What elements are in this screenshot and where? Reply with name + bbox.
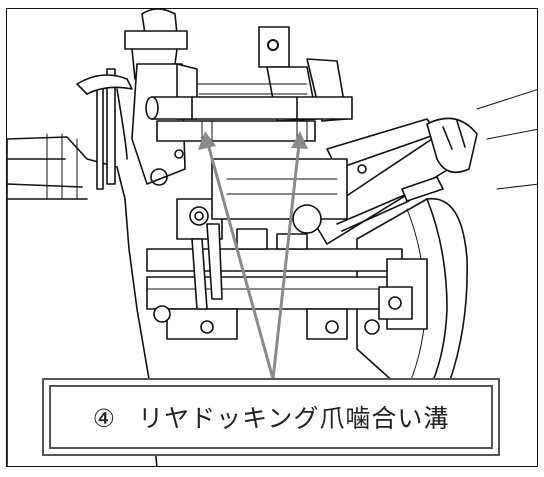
callout-caption-inner-border: ④ リヤドッキング爪噛合い溝 (49, 385, 493, 449)
callout-label: リヤドッキング爪噛合い溝 (138, 404, 450, 433)
callout-caption-box: ④ リヤドッキング爪噛合い溝 (42, 378, 500, 456)
arrowhead-left-icon (198, 131, 216, 150)
callout-caption: ④ リヤドッキング爪噛合い溝 (93, 399, 450, 435)
callout-arrow-right (271, 143, 301, 380)
arrowhead-right-icon (291, 131, 308, 149)
callout-number: ④ (92, 404, 117, 433)
callout-arrows (198, 131, 308, 380)
callout-arrow-left (206, 143, 275, 380)
